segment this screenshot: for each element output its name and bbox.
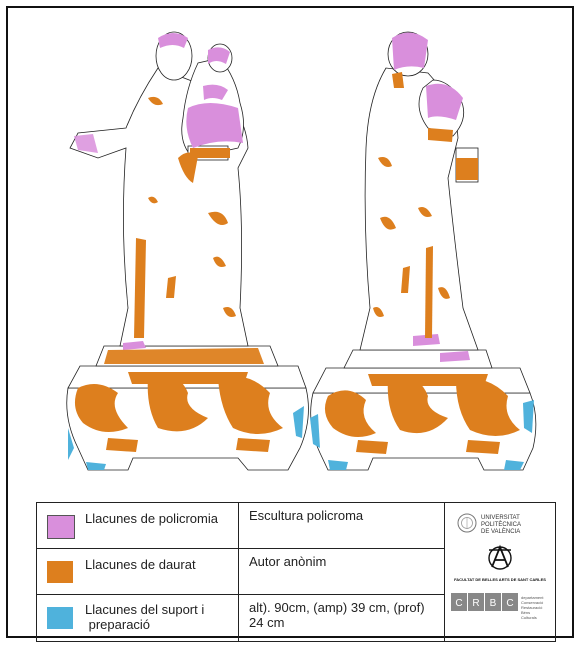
legend-table: Llacunes de policromia Escultura policro… [36, 502, 556, 642]
legend-value-cell: alt). 90cm, (amp) 39 cm, (prof) 24 cm [239, 595, 445, 641]
institution-logos: UNIVERSITAT POLITÈCNICA DE VALÈNCIA FACU… [445, 503, 555, 641]
upv-line: POLITÈCNICA [481, 521, 521, 528]
crbc-letter: R [472, 598, 479, 609]
legend-row: Llacunes de policromia Escultura policro… [37, 503, 445, 549]
support-loss-swatch [47, 607, 73, 629]
bbaa-caption: FACULTAT DE BELLES ARTS DE SANT CARLES [454, 577, 546, 582]
legend-label: Llacunes de policromia [85, 511, 218, 526]
crbc-letter: C [506, 598, 513, 609]
crbc-line: Culturals [521, 615, 537, 620]
legend-value-cell: Escultura policroma [239, 503, 445, 548]
legend-value: Escultura policroma [249, 508, 363, 523]
sheet-frame: Llacunes de policromia Escultura policro… [6, 6, 574, 638]
upv-line: UNIVERSITAT [481, 515, 520, 521]
gilding-loss-swatch [47, 561, 73, 583]
polychromy-loss-swatch [47, 515, 75, 539]
crbc-logo: C R B C departament Conservació Restaura… [451, 593, 544, 620]
legend-key-cell: Llacunes de daurat [37, 549, 239, 594]
legend-key-cell: Llacunes del suport i preparació [37, 595, 239, 641]
upv-line: DE VALÈNCIA [481, 528, 520, 535]
upv-logo: UNIVERSITAT POLITÈCNICA DE VALÈNCIA [458, 514, 521, 535]
legend-key-cell: Llacunes de policromia [37, 503, 239, 548]
legend-value: Autor anònim [249, 554, 326, 569]
legend-label: Llacunes del suport i preparació [85, 602, 204, 632]
bbaa-logo: FACULTAT DE BELLES ARTS DE SANT CARLES [454, 547, 546, 582]
legend-row: Llacunes de daurat Autor anònim [37, 549, 445, 595]
legend-value: alt). 90cm, (amp) 39 cm, (prof) 24 cm [249, 600, 425, 630]
legend-label: Llacunes de daurat [85, 557, 196, 572]
legend-value-cell: Autor anònim [239, 549, 445, 594]
legend-row: Llacunes del suport i preparació alt). 9… [37, 595, 445, 641]
sculpture-illustration [8, 8, 572, 478]
crbc-letter: C [455, 598, 462, 609]
crbc-letter: B [490, 598, 497, 609]
